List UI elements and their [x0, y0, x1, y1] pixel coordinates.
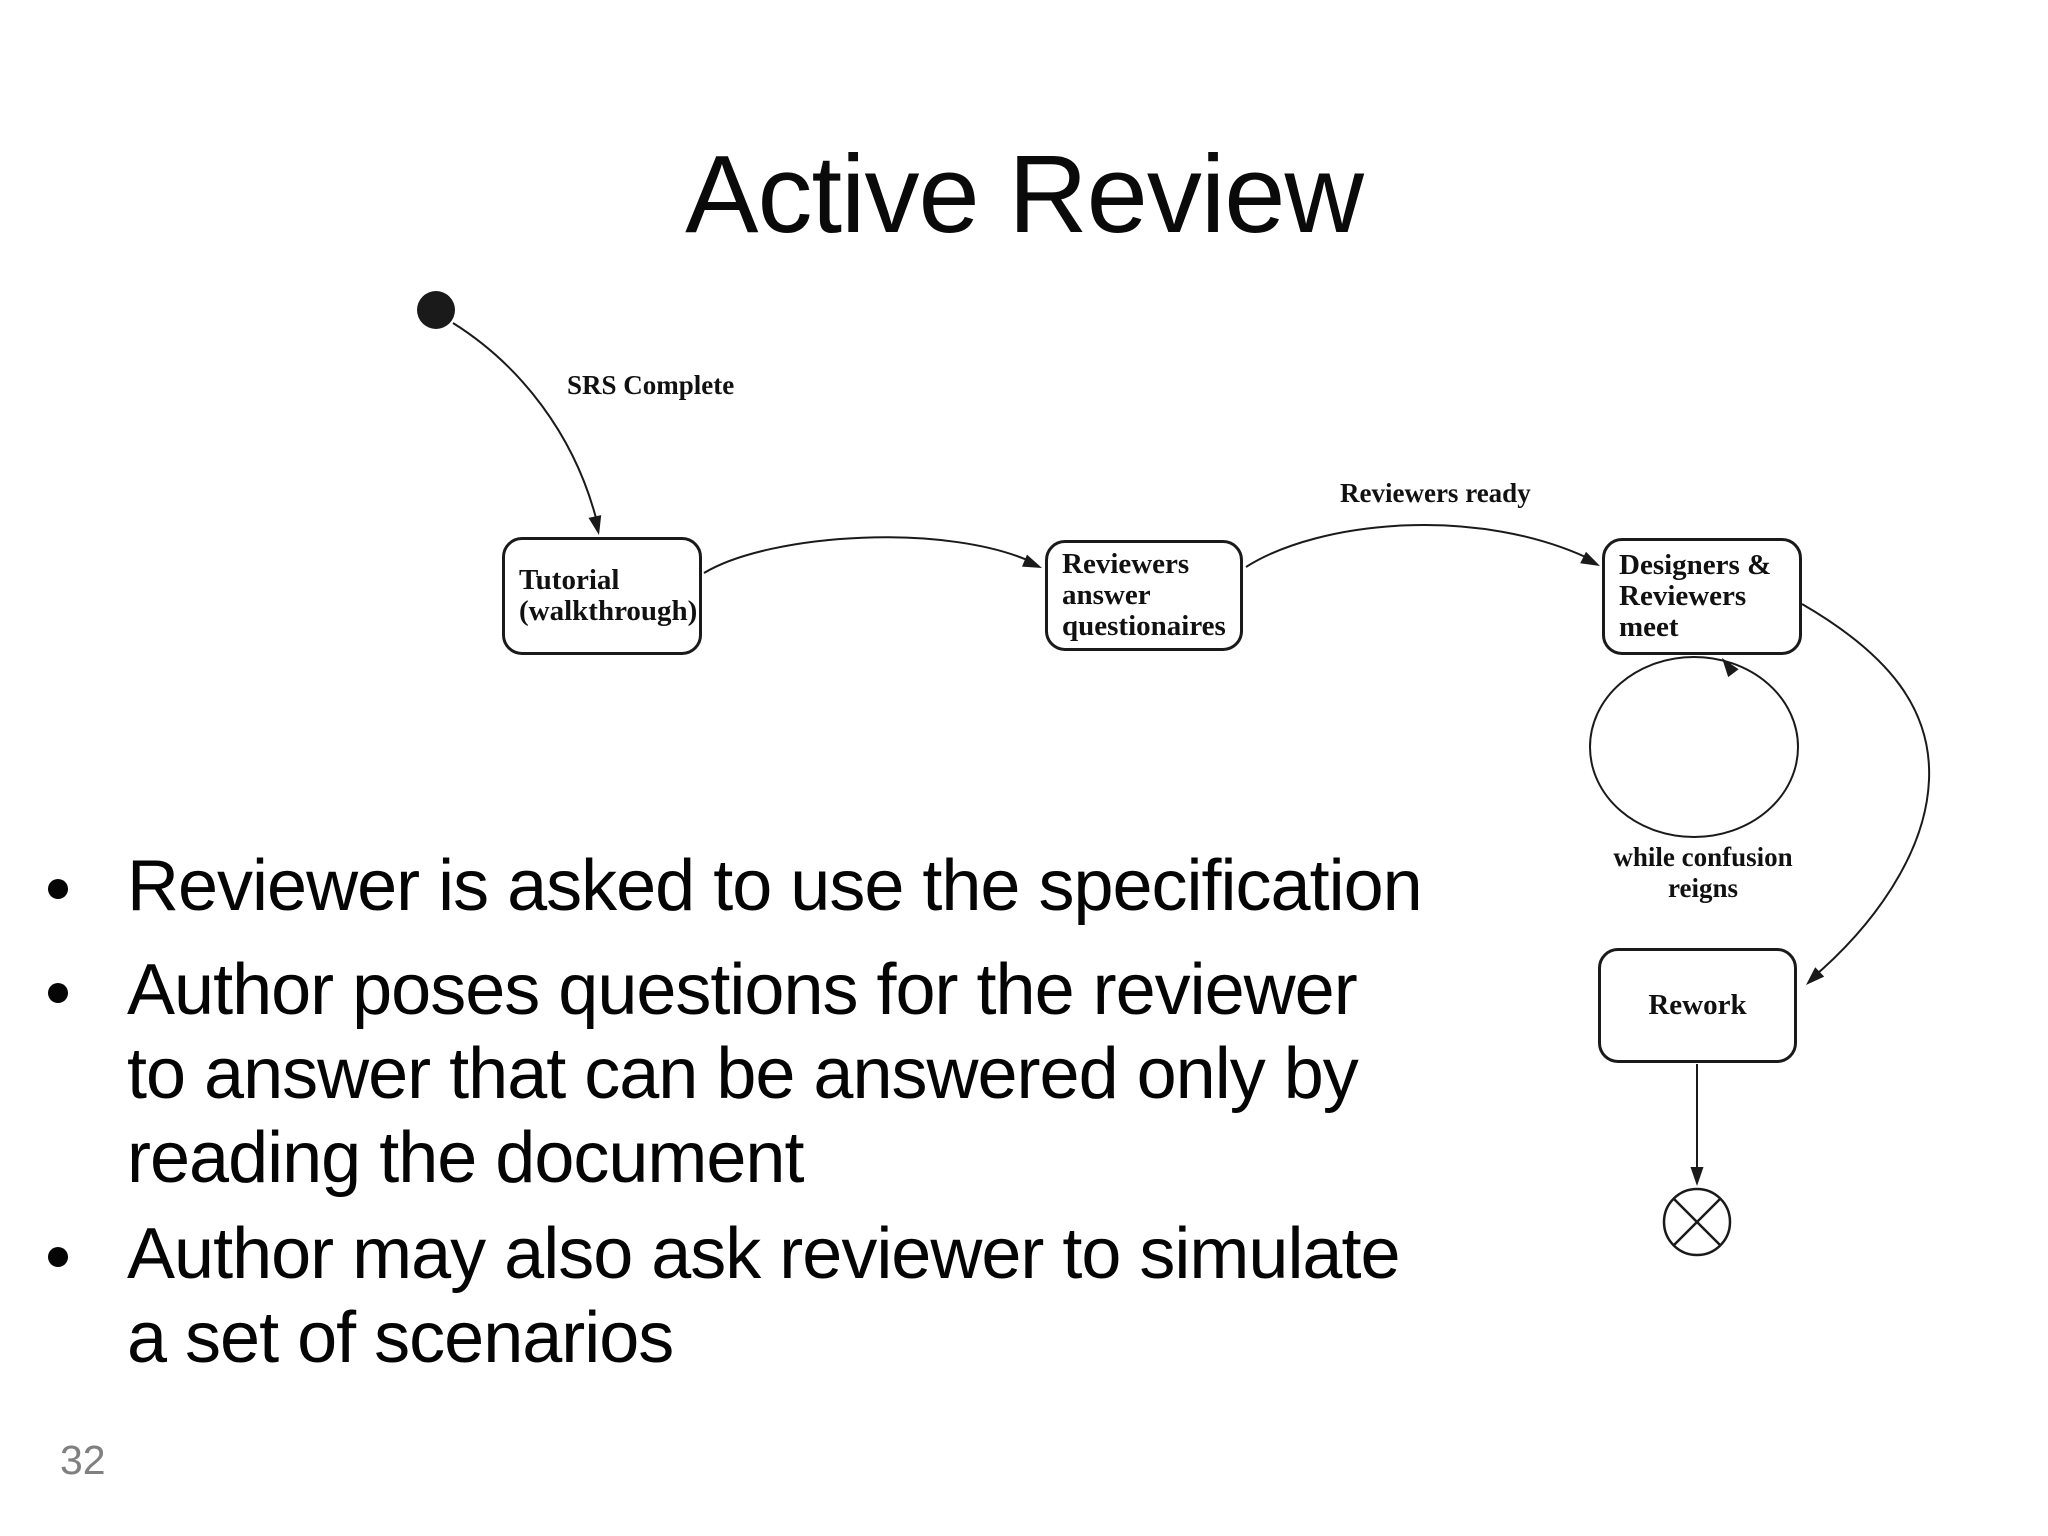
state-reviewers-answer-questionaires: Reviewers answer questionaires	[1045, 540, 1243, 651]
state-designers-reviewers-meet: Designers & Reviewers meet	[1602, 538, 1802, 655]
arrow-reviewers-ready	[1245, 523, 1595, 568]
bullet-text-1: Reviewer is asked to use the specificati…	[127, 846, 1423, 926]
state-designers-label: Designers & Reviewers meet	[1619, 549, 1772, 643]
transition-label-reviewers-ready: Reviewers ready	[1340, 478, 1531, 508]
bullet-list: Reviewer is asked to use the specificati…	[48, 844, 1508, 1380]
transition-label-srs-complete: SRS Complete	[567, 370, 735, 400]
bullet-item-3: Author may also ask reviewer to simulate…	[48, 1212, 1508, 1380]
state-rework: Rework	[1598, 948, 1797, 1063]
slide-page-number: 32	[60, 1437, 106, 1483]
bullet-text-3: Author may also ask reviewer to simulate…	[127, 1214, 1401, 1378]
state-tutorial-label: Tutorial (walkthrough)	[519, 564, 698, 627]
arrow-tutorial-to-reviewers	[703, 536, 1037, 574]
state-reviewers-label: Reviewers answer questionaires	[1062, 548, 1226, 642]
arrow-designers-to-rework	[1801, 603, 1931, 981]
transition-label-while-confusion-reigns: while confusion reigns	[1613, 842, 1793, 903]
bullet-text-2: Author poses questions for the reviewer …	[127, 950, 1359, 1198]
page-title: Active Review	[685, 133, 1364, 256]
initial-state-icon	[417, 291, 455, 329]
bullet-dot-icon	[48, 1247, 68, 1267]
arrowheads	[588, 515, 1825, 1186]
arrow-srs-complete	[452, 322, 598, 523]
bullet-dot-icon	[48, 879, 68, 899]
state-rework-label: Rework	[1648, 989, 1747, 1021]
bullet-item-2: Author poses questions for the reviewer …	[48, 948, 1508, 1200]
final-state-cross-icon	[1673, 1198, 1721, 1246]
self-loop-while-confusion	[1589, 656, 1799, 838]
bullet-item-1: Reviewer is asked to use the specificati…	[48, 844, 1508, 928]
bullet-dot-icon	[48, 983, 68, 1003]
state-tutorial: Tutorial (walkthrough)	[502, 537, 702, 655]
